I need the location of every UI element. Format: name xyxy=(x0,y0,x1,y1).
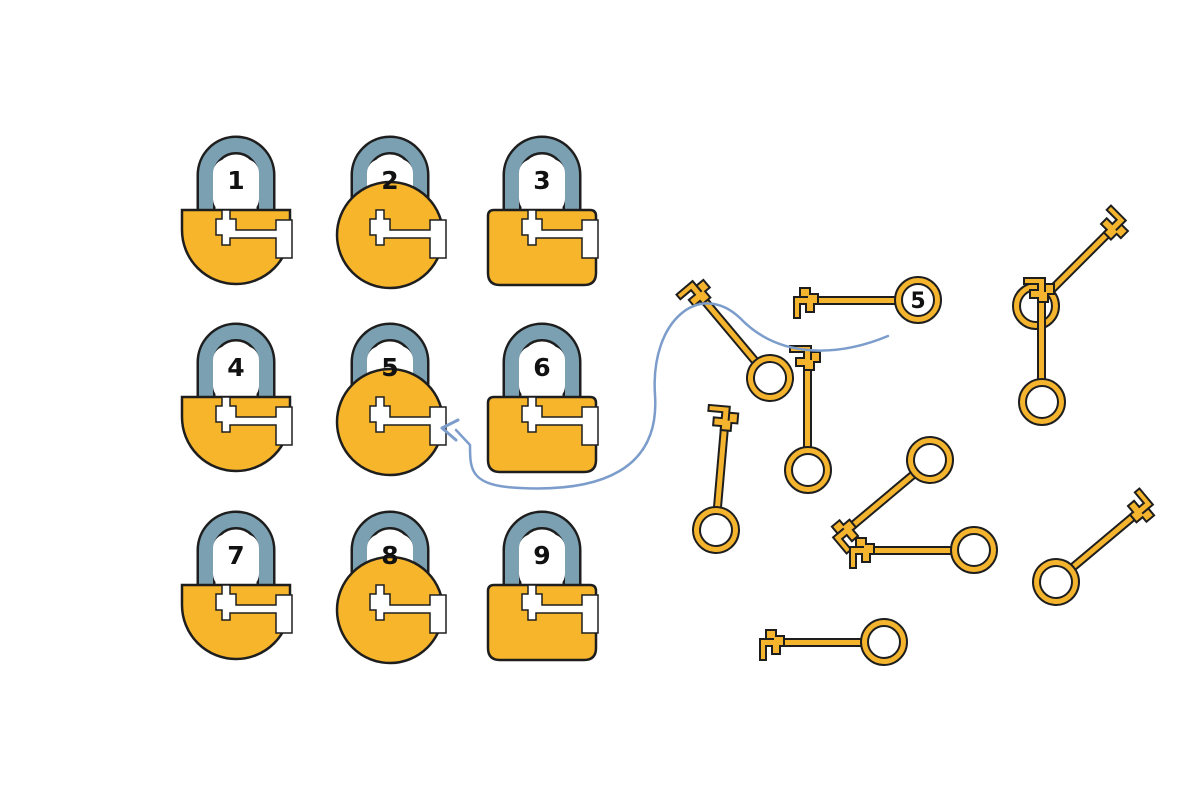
key[interactable] xyxy=(1002,201,1141,340)
padlock-1[interactable]: 1 xyxy=(180,145,293,286)
padlock-number: 5 xyxy=(381,353,398,382)
padlock-number: 7 xyxy=(227,541,244,570)
padlock-number: 4 xyxy=(227,353,244,382)
padlock-number: 1 xyxy=(227,166,244,195)
key[interactable] xyxy=(690,403,751,556)
solution-arrow xyxy=(440,302,890,490)
key[interactable] xyxy=(671,267,804,412)
key[interactable] xyxy=(784,345,832,494)
padlock-number: 9 xyxy=(533,541,550,570)
key-number: 5 xyxy=(910,289,925,314)
padlock-4[interactable]: 4 xyxy=(180,332,293,473)
key[interactable] xyxy=(819,426,964,559)
padlock-8[interactable]: 8 xyxy=(335,520,447,665)
padlock-3[interactable]: 3 xyxy=(486,145,599,287)
padlock-2[interactable]: 2 xyxy=(335,145,447,290)
padlock-6[interactable]: 6 xyxy=(486,332,599,474)
keys-pile: 5 xyxy=(671,201,1167,666)
padlock-number: 2 xyxy=(381,166,398,195)
padlock-number: 8 xyxy=(381,541,398,570)
padlock-5[interactable]: 5 xyxy=(335,332,447,477)
key[interactable] xyxy=(1022,483,1167,616)
padlock-number: 3 xyxy=(533,166,550,195)
padlock-number: 6 xyxy=(533,353,550,382)
key[interactable] xyxy=(759,618,908,666)
arrowhead-icon xyxy=(440,418,460,442)
key-5[interactable]: 5 xyxy=(793,276,942,324)
key[interactable] xyxy=(849,526,998,574)
locks-grid: 1 2 3 4 5 6 7 8 9 xyxy=(180,145,599,665)
padlock-7[interactable]: 7 xyxy=(180,520,293,661)
padlock-9[interactable]: 9 xyxy=(486,520,599,662)
